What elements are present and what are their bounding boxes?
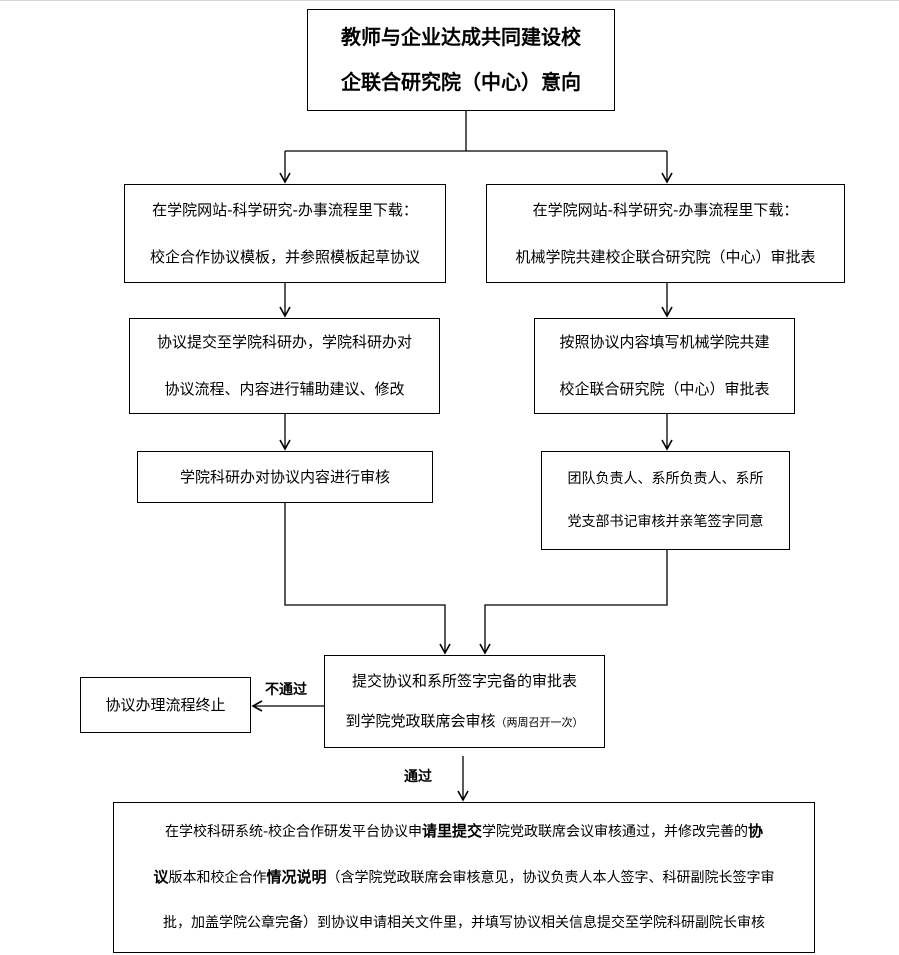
final-line-1: 在学校科研系统-校企合作研发平台协议申请里提交学院党政联席会议审核通过，并修改完… bbox=[165, 809, 763, 855]
final-text-1: 在学校科研系统-校企合作研发平台协议申 bbox=[164, 824, 423, 840]
right-download-line-2: 机械学院共建校企联合研究院（中心）审批表 bbox=[515, 247, 816, 266]
joint-meeting-review-box: 提交协议和系所签字完备的审批表 到学院党政联席会审核（两周召开一次） bbox=[324, 655, 605, 748]
fail-label: 不通过 bbox=[265, 682, 307, 698]
team-sign-line-1: 团队负责人、系所负责人、系所 bbox=[567, 470, 764, 487]
meeting-line-2-text: 到学院党政联席会审核 bbox=[345, 711, 496, 730]
final-line-3: 批，加盖学院公章完备）到协议申请相关文件里，并填写协议相关信息提交至学院科研副院… bbox=[163, 915, 765, 931]
top-divider bbox=[0, 0, 899, 1]
meeting-frequency-note: （两周召开一次） bbox=[495, 715, 584, 729]
final-text-2: 学院党政联席会议审核通过，并修改完善的 bbox=[482, 824, 749, 840]
arrow-review-to-meeting bbox=[284, 503, 451, 655]
team-sign-line-2: 党支部书记审核并亲笔签字同意 bbox=[567, 513, 764, 530]
title-line-1: 教师与企业达成共同建设校 bbox=[341, 25, 581, 49]
left-download-line-1: 在学院网站-科学研究-办事流程里下载： bbox=[152, 200, 418, 219]
final-submission-box: 在学校科研系统-校企合作研发平台协议申请里提交学院党政联席会议审核通过，并修改完… bbox=[113, 802, 815, 953]
final-bold-4: 情况说明 bbox=[266, 868, 327, 886]
terminate-line-1: 协议办理流程终止 bbox=[105, 695, 226, 714]
process-terminated-box: 协议办理流程终止 bbox=[80, 677, 251, 733]
submit-office-line-1: 协议提交至学院科研办，学院科研办对 bbox=[156, 333, 412, 351]
start-intent-box: 教师与企业达成共同建设校 企联合研究院（中心）意向 bbox=[307, 9, 615, 111]
right-download-line-1: 在学院网站-科学研究-办事流程里下载： bbox=[532, 200, 799, 219]
final-bold-2: 协 bbox=[748, 822, 764, 840]
final-line-2: 议版本和校企合作情况说明（含学院党政联席会审核意见，协议负责人本人签字、科研副院… bbox=[153, 855, 774, 901]
office-review-box: 学院科研办对协议内容进行审核 bbox=[137, 451, 433, 503]
final-text-3: 版本和校企合作 bbox=[168, 870, 267, 886]
submit-office-line-2: 协议流程、内容进行辅助建议、修改 bbox=[164, 380, 405, 398]
left-download-line-2: 校企合作协议模板，并参照模板起草协议 bbox=[149, 247, 420, 266]
meeting-line-2: 到学院党政联席会审核（两周召开一次） bbox=[345, 701, 583, 743]
team-signature-box: 团队负责人、系所负责人、系所 党支部书记审核并亲笔签字同意 bbox=[541, 451, 790, 550]
agreement-template-download-box: 在学院网站-科学研究-办事流程里下载： 校企合作协议模板，并参照模板起草协议 bbox=[124, 184, 446, 283]
office-review-line-1: 学院科研办对协议内容进行审核 bbox=[179, 467, 390, 486]
fill-form-line-2: 校企联合研究院（中心）审批表 bbox=[559, 380, 770, 398]
pass-label: 通过 bbox=[404, 769, 432, 785]
final-bold-3: 议 bbox=[153, 868, 169, 886]
approval-form-download-box: 在学院网站-科学研究-办事流程里下载： 机械学院共建校企联合研究院（中心）审批表 bbox=[486, 184, 845, 283]
meeting-line-1: 提交协议和系所签字完备的审批表 bbox=[351, 671, 577, 690]
fill-form-line-1: 按照协议内容填写机械学院共建 bbox=[559, 333, 770, 351]
final-text-4: （含学院党政联席会审核意见，协议负责人本人签字、科研副院长签字审 bbox=[326, 870, 775, 886]
connector-title-split bbox=[285, 111, 667, 152]
title-line-2: 企联合研究院（中心）意向 bbox=[341, 70, 581, 94]
fill-approval-form-box: 按照协议内容填写机械学院共建 校企联合研究院（中心）审批表 bbox=[534, 318, 795, 414]
submit-to-research-office-box: 协议提交至学院科研办，学院科研办对 协议流程、内容进行辅助建议、修改 bbox=[129, 318, 440, 414]
arrow-team-to-meeting bbox=[479, 550, 668, 655]
final-bold-1: 请里提交 bbox=[422, 822, 483, 840]
